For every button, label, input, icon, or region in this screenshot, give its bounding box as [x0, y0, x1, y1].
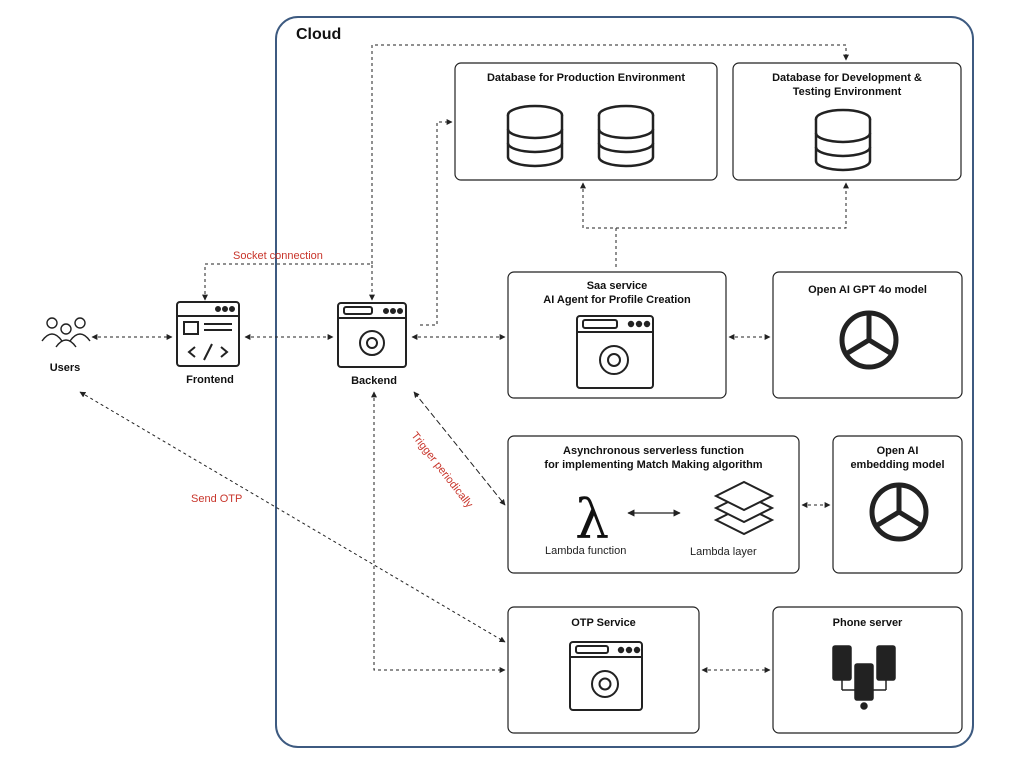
embedding-label-2: embedding model [850, 459, 945, 471]
lambda-function-label: Lambda function [545, 545, 627, 557]
db-dev-label-2: Testing Environment [792, 86, 902, 98]
async-function-box [507, 435, 800, 574]
edge-backend-otp [371, 391, 506, 673]
edge-saa-dbs [580, 182, 849, 229]
saa-service-box [507, 271, 727, 399]
edge-send-otp [79, 391, 506, 643]
layers-icon [713, 480, 775, 536]
saa-label-2: AI Agent for Profile Creation [543, 294, 691, 306]
socket-connection-label: Socket connection [233, 250, 323, 262]
lambda-symbol-icon: λ [575, 488, 609, 551]
db-dev-label-1: Database for Development & [772, 72, 922, 84]
saa-gear-window-icon [576, 315, 654, 389]
frontend-code-window-icon [176, 301, 240, 367]
database-icon-2 [597, 104, 655, 168]
cloud-title: Cloud [296, 26, 342, 43]
backend-gear-window-icon [337, 302, 407, 368]
users-label: Users [49, 362, 81, 374]
edge-backend-prod-db [420, 119, 453, 326]
db-prod-label: Database for Production Environment [486, 72, 686, 84]
embedding-label-1: Open AI [876, 445, 919, 457]
send-otp-label: Send OTP [191, 493, 243, 505]
edge-socket [202, 263, 375, 301]
edge-trigger [413, 391, 506, 506]
users-icon [41, 317, 91, 348]
async-label-2: for implementing Match Making algorithm [544, 459, 763, 471]
otp-gear-window-icon [569, 641, 643, 711]
saa-label-1: Saa service [586, 280, 648, 292]
async-label-1: Asynchronous serverless function [563, 445, 744, 457]
openai-logo-icon [839, 310, 899, 370]
lambda-layer-label: Lambda layer [690, 546, 757, 558]
phone-server-icon [832, 645, 896, 710]
database-icon-3 [814, 108, 872, 172]
cloud-boundary [275, 16, 974, 748]
frontend-label: Frontend [186, 374, 234, 386]
openai-embedding-logo-icon [869, 482, 929, 542]
phone-label: Phone server [832, 617, 903, 629]
otp-service-box [507, 606, 700, 734]
database-icon-1 [506, 104, 564, 168]
backend-label: Backend [351, 375, 397, 387]
edge-backend-dev-db [371, 44, 849, 264]
gpt-label: Open AI GPT 4o model [808, 284, 927, 296]
otp-label: OTP Service [571, 617, 636, 629]
